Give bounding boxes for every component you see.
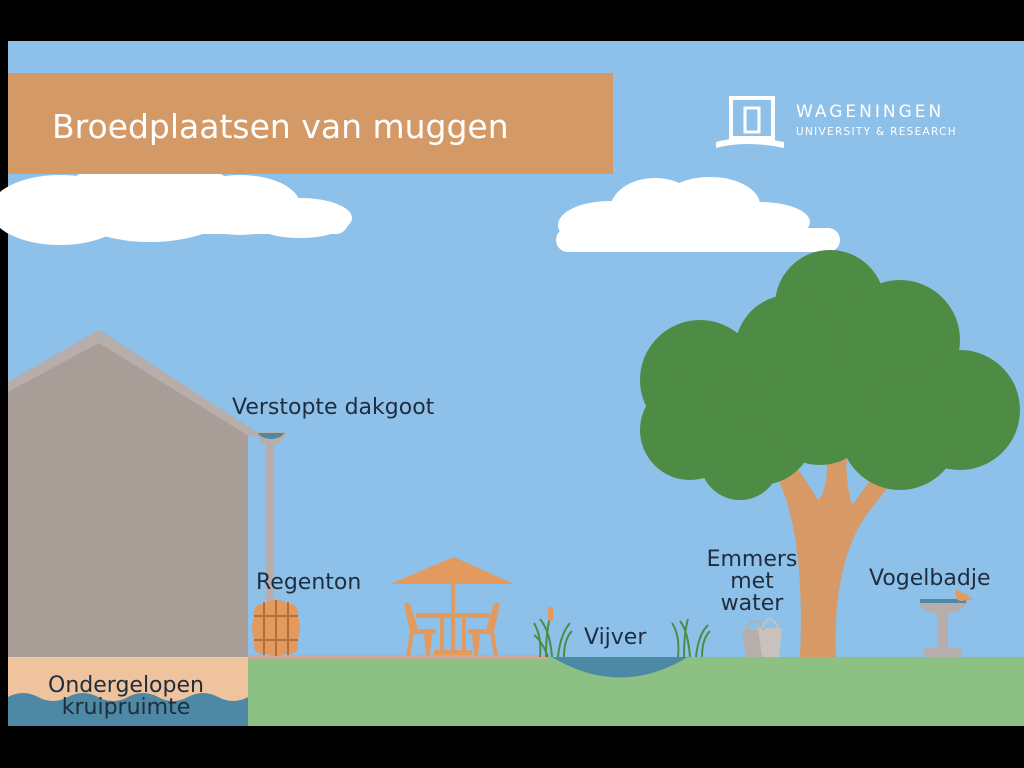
- logo-mark-icon: [716, 96, 784, 148]
- rain-barrel: [252, 600, 300, 656]
- patio-set: [390, 557, 514, 656]
- label-crawlspace-line1: Ondergelopen: [48, 673, 204, 698]
- house: [8, 330, 258, 657]
- logo-subtitle: UNIVERSITY & RESEARCH: [796, 126, 957, 138]
- bird-icon: [955, 590, 974, 601]
- label-blocked-gutter: Verstopte dakgoot: [232, 395, 435, 420]
- blocked-gutter: [256, 432, 286, 608]
- crawlspace-water: [8, 693, 248, 726]
- tree: [640, 250, 1020, 657]
- cloud-right: [556, 177, 840, 252]
- label-rain-barrel: Regenton: [256, 570, 361, 595]
- pond: [552, 657, 688, 678]
- label-birdbath: Vogelbadje: [869, 566, 990, 591]
- terrace: [248, 655, 548, 659]
- cattail-left: [548, 607, 553, 621]
- birdbath: [918, 590, 974, 657]
- reeds-right: [671, 618, 711, 658]
- logo-name: WAGENINGEN: [796, 102, 944, 122]
- page-title: Broedplaatsen van muggen: [52, 107, 509, 146]
- cloud-left: [0, 158, 352, 245]
- label-buckets-line2: met: [730, 569, 774, 594]
- label-pond: Vijver: [584, 625, 647, 650]
- title-bar: [8, 73, 613, 174]
- label-buckets-line3: water: [721, 591, 785, 616]
- wageningen-logo: WAGENINGEN UNIVERSITY & RESEARCH: [716, 96, 957, 148]
- buckets: [742, 618, 782, 657]
- label-buckets-line1: Emmers: [707, 547, 798, 572]
- label-crawlspace-line2: kruipruimte: [62, 695, 191, 720]
